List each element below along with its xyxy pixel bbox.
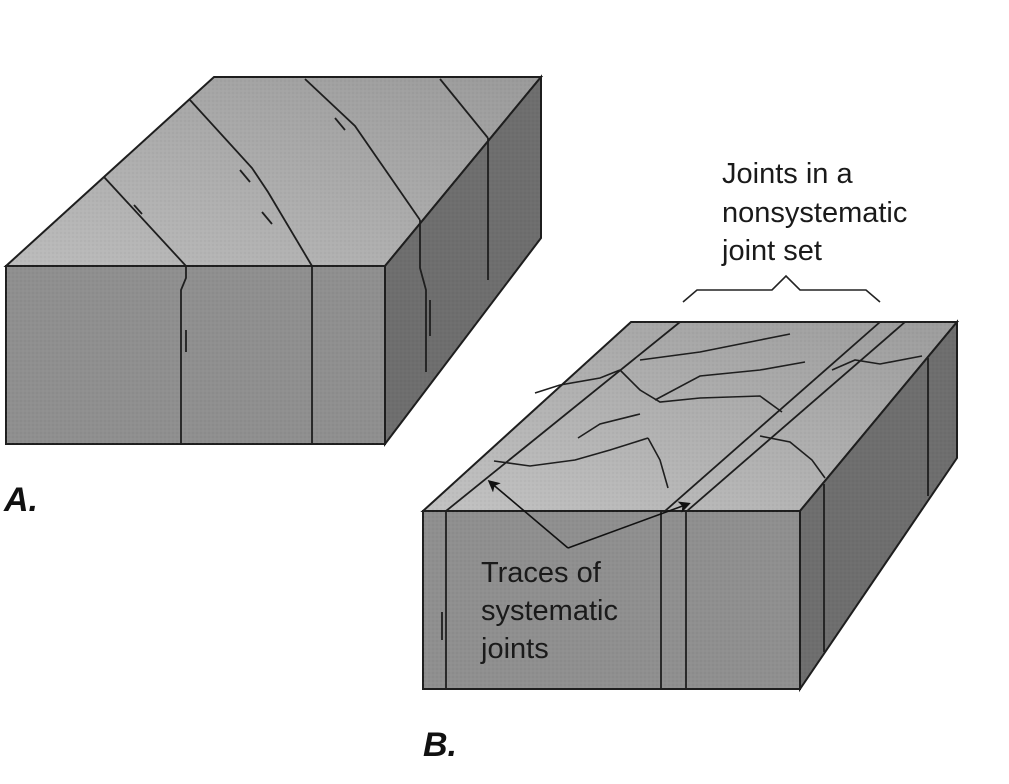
block-a <box>3 74 544 447</box>
systematic-arrow-left <box>487 480 569 549</box>
systematic-label: Traces of systematic joints <box>480 557 626 665</box>
nonsystematic-label: Joints in a nonsystematic joint set <box>721 158 915 267</box>
block-b <box>420 319 960 693</box>
nonsystematic-bracket <box>682 274 881 303</box>
block-a-joint-traces <box>103 78 489 444</box>
block-b-systematic-joints <box>441 321 929 689</box>
panel-a-label: A. <box>3 481 38 519</box>
nonsystematic-callout: Joints in a nonsystematic joint set <box>682 158 915 303</box>
systematic-arrow-right <box>567 501 691 549</box>
systematic-callout: Traces of systematic joints <box>480 480 691 665</box>
block-b-nonsystematic-joints <box>493 333 923 489</box>
panel-b-label: B. <box>423 726 457 764</box>
